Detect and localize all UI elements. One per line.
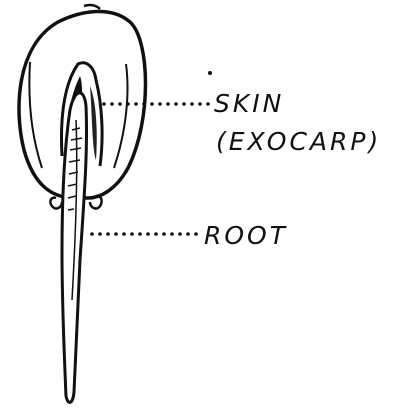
skin-label: SKIN <box>214 89 284 118</box>
root-label: ROOT <box>204 221 288 250</box>
root-leader-line <box>90 232 198 236</box>
exocarp-label: (EXOCARP) <box>216 127 381 156</box>
base-bump-left <box>50 198 62 209</box>
skin-fold-left <box>29 62 42 168</box>
seed-tip <box>84 5 100 9</box>
skin-fold-right <box>114 64 128 168</box>
skin-leader-line <box>102 71 212 106</box>
